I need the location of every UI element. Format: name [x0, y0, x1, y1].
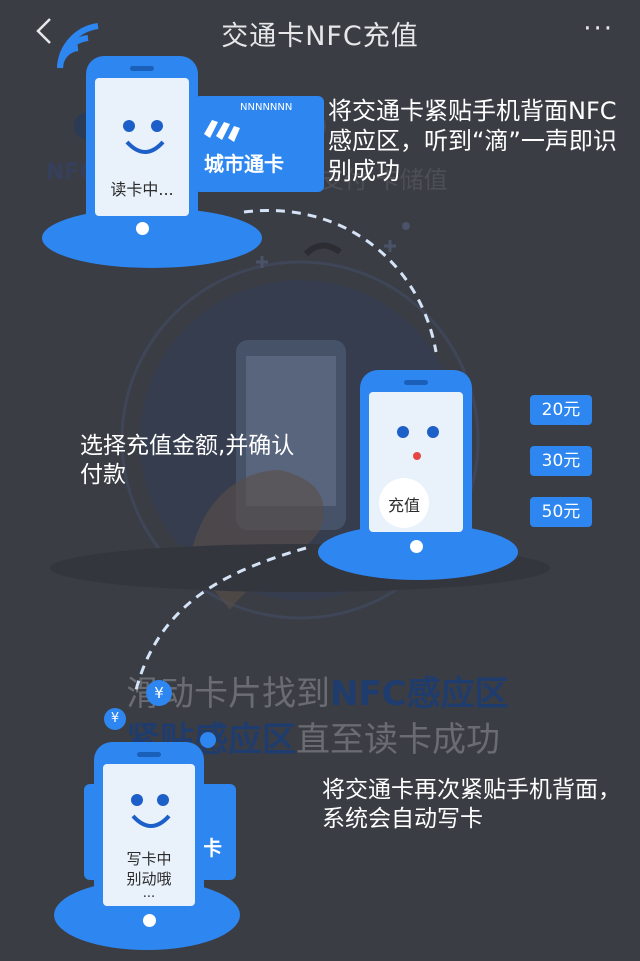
- writing-status: 写卡中: [126, 850, 172, 868]
- step2-caption: 选择充值金额,并确认付款: [80, 433, 295, 488]
- card-name: 城市通卡: [204, 152, 284, 176]
- amount-option-50[interactable]: 50元: [530, 497, 592, 527]
- phone-writing: 写卡中 别动哦 ...: [94, 742, 204, 934]
- writing-hint: 别动哦: [126, 870, 172, 888]
- recharge-button-label: 充值: [387, 496, 420, 515]
- bg-instruction-line2: 紧贴感应区直至读卡成功: [126, 720, 500, 760]
- more-menu-icon[interactable]: ···: [583, 14, 614, 44]
- transit-card: NNNNNNN 城市通卡: [194, 96, 324, 192]
- card-serial: NNNNNNN: [240, 102, 293, 113]
- yen-coin-icon: ¥: [146, 680, 172, 706]
- nav-bar: 交通卡NFC充值 ···: [0, 0, 640, 64]
- coin-icon: [200, 732, 216, 748]
- card-logo-icon: [202, 116, 242, 148]
- yen-coin-icon: ¥: [104, 708, 126, 730]
- phone-reading: 读卡中...: [86, 56, 198, 242]
- page-title: 交通卡NFC充值: [221, 21, 419, 52]
- card-name: 卡: [202, 836, 222, 860]
- step3-caption: 将交通卡再次紧贴手机背面，系统会自动写卡: [322, 777, 621, 832]
- amount-option-30[interactable]: 30元: [530, 446, 592, 476]
- writing-ellipsis: ...: [142, 886, 156, 901]
- bg-instruction-line1: 滑动卡片找到NFC感应区: [126, 674, 509, 714]
- nfc-wave-icon: [50, 18, 110, 78]
- amount-option-20[interactable]: 20元: [530, 395, 592, 425]
- phone-recharge: 充值: [360, 370, 472, 560]
- back-arrow-icon[interactable]: [30, 16, 60, 46]
- step1-caption: 将交通卡紧贴手机背面NFC感应区，听到“滴”一声即识别成功: [328, 97, 617, 185]
- reading-status: 读卡中...: [110, 180, 174, 199]
